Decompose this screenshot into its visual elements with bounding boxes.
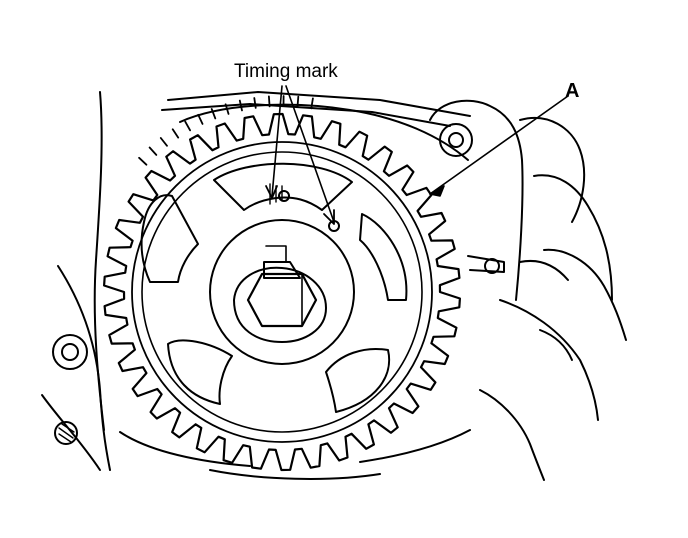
a-arrow [429,185,445,197]
left-boss-inner [61,343,79,361]
timing-leader-2 [285,85,335,223]
timing-mark-label: Timing mark [234,61,338,82]
gear-rim-outer [131,141,433,443]
timing-belt [138,95,469,166]
window-left [140,194,199,283]
casting-left-lower [57,265,111,471]
right-casting-2 [533,174,613,301]
lower-left-bolt-threads [58,423,75,443]
right-casting-7 [539,329,573,361]
part-a-label: A [565,80,580,102]
upper-rail [167,91,471,117]
bolt-hex-top [263,261,301,279]
right-casting-6 [479,389,545,481]
window-lower-left [167,339,233,405]
a-leader [429,95,569,195]
right-casting-4 [519,260,569,281]
right-boss-inner [448,132,464,148]
lower-left-bolt [54,421,78,445]
left-boss-outer [52,334,88,370]
window-right [359,213,408,301]
casting-left-bottom [41,394,101,471]
bolt-shadow [265,245,287,263]
tensioner-bracket [467,255,505,273]
timing-arrow-2 [323,209,335,225]
lower-casting-2 [359,429,471,463]
engine-casting [41,91,627,481]
washer-outer [233,266,327,343]
right-housing [429,99,524,301]
right-casting-3 [543,248,627,341]
leader-lines [265,85,569,225]
window-lower-right [325,348,391,413]
gear-teeth [103,112,461,472]
timing-leader-1 [271,85,283,197]
gear-rim-inner [141,151,423,433]
timing-mark-hole [278,190,290,202]
timing-arrow-1 [265,185,278,199]
right-casting-1 [519,116,586,223]
belt-teeth [138,95,314,166]
bolt-hex-head [246,272,318,328]
cam-pulley [103,112,461,472]
belt-outer-edge [179,103,469,161]
window-top [213,162,353,211]
lower-casting-1 [119,431,251,467]
lower-casting-3 [209,469,381,480]
hub-outer [209,219,355,365]
right-casting-5 [499,299,599,421]
